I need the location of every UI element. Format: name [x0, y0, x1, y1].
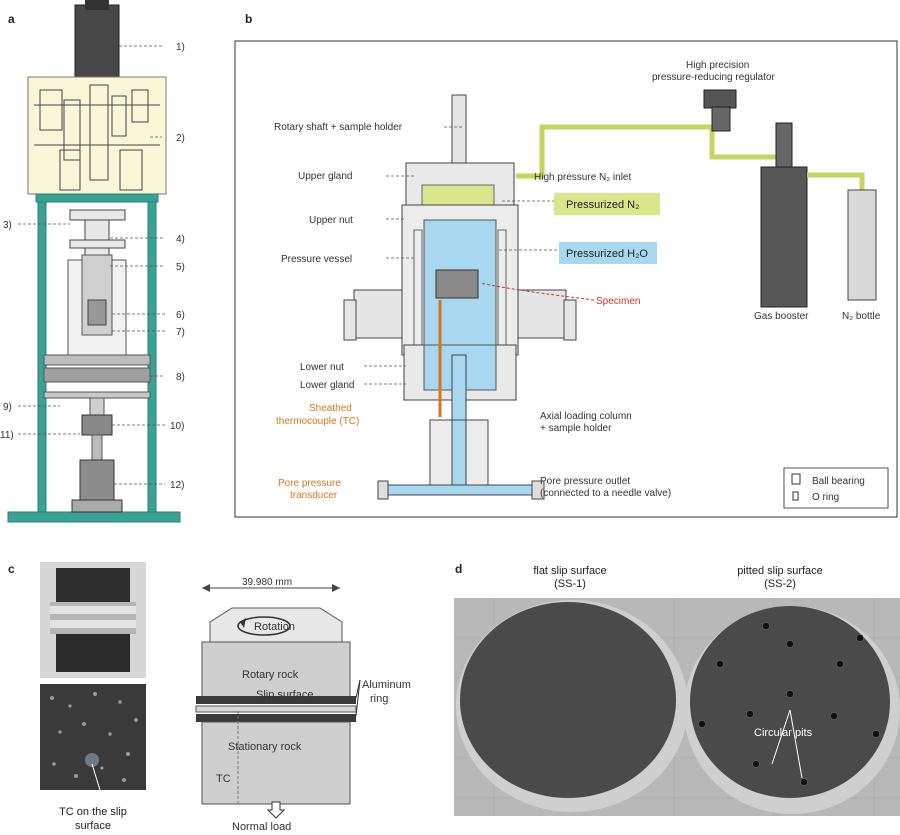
load-plate-upper — [43, 354, 151, 366]
stationary-rock-body — [201, 721, 351, 805]
callout-1: 1) — [176, 42, 185, 53]
frame-top-beam — [35, 193, 159, 203]
upper-gland-label: Upper gland — [298, 171, 352, 182]
thermocouple-label-line2: thermocouple (TC) — [276, 416, 359, 427]
flat-surface-title-line2: (SS-1) — [554, 578, 586, 590]
circular-pits-label: Circular pits — [754, 727, 813, 739]
legend-o-ring: O ring — [812, 492, 839, 503]
panel-c-letter: c — [8, 562, 15, 576]
pore-transducer-label-line1: Pore pressure — [278, 478, 341, 489]
gas-booster-label: Gas booster — [754, 311, 809, 322]
rotation-label: Rotation — [254, 621, 295, 633]
n2-inlet-label: High pressure N₂ inlet — [534, 172, 631, 183]
callout-9: 9) — [3, 402, 12, 413]
aluminum-ring-label-line1: Aluminum — [362, 679, 411, 691]
callout-7: 7) — [176, 327, 185, 338]
callout-10: 10) — [170, 421, 184, 432]
regulator-label-line2: pressure-reducing regulator — [652, 72, 776, 83]
normal-load-label: Normal load — [232, 821, 291, 833]
pressurized-n2-label: Pressurized N₂ — [566, 199, 639, 211]
pitted-surface-title-line1: pitted slip surface — [737, 565, 823, 577]
slip-surface-photos: Circular pits — [454, 598, 900, 816]
tc-photo-caption-line2: surface — [74, 820, 112, 832]
specimen-block — [435, 269, 479, 299]
apparatus-overview-diagram: 1) 2) 3) 4) 5) 6) 7) 8) 9) 10) 11) 12) — [0, 0, 185, 523]
pore-transducer-label-line2: transducer — [290, 490, 338, 501]
gas-booster-body — [760, 166, 808, 308]
rotary-shaft-label: Rotary shaft + sample holder — [274, 122, 403, 133]
callout-12: 12) — [170, 480, 184, 491]
pressure-vessel-label: Pressure vessel — [281, 254, 352, 265]
callout-5: 5) — [176, 262, 185, 273]
pressure-vessel-schematic: Pressurized N₂ Pressurized H₂O Rotary sh… — [234, 40, 898, 518]
callout-3: 3) — [3, 220, 12, 231]
tc-slip-surface-photo — [40, 684, 146, 790]
callout-4: 4) — [176, 234, 185, 245]
axial-column-label-line2: + sample holder — [540, 423, 612, 434]
specimen-label: Specimen — [596, 296, 640, 307]
flat-surface-title-line1: flat slip surface — [533, 565, 607, 577]
load-plate-lower — [43, 367, 151, 383]
thermocouple-label-line1: Sheathed — [309, 403, 352, 414]
circular-pits — [698, 622, 880, 786]
specimen-schematic: 39.980 mm Rotation Rotary rock Slip surf… — [195, 577, 411, 833]
frame-base — [7, 511, 181, 523]
dimension-label: 39.980 mm — [242, 577, 292, 588]
pressure-regulator — [703, 89, 737, 109]
callout-8: 8) — [176, 372, 185, 383]
panel-d-letter: d — [455, 562, 463, 576]
normal-load-arrow — [266, 801, 286, 819]
flat-slip-surface — [460, 602, 676, 798]
sample-assembly-photo — [40, 562, 146, 678]
pore-outlet-label-line1: Pore pressure outlet — [540, 476, 630, 487]
pitted-surface-title-line2: (SS-2) — [764, 578, 796, 590]
lower-gland-label: Lower gland — [300, 380, 354, 391]
callout-11: 11) — [0, 430, 14, 441]
tc-photo-caption-line1: TC on the slip — [59, 806, 127, 818]
axial-actuator — [79, 459, 115, 503]
rotary-rock-body — [201, 641, 351, 701]
frame-right-column — [147, 193, 157, 513]
n2-bottle-label: N₂ bottle — [842, 311, 881, 322]
o-ring-symbol — [792, 491, 799, 501]
callout-2: 2) — [176, 133, 185, 144]
legend-box — [783, 467, 889, 509]
axial-column-label-line1: Axial loading column — [540, 411, 632, 422]
stationary-rock-label: Stationary rock — [228, 741, 302, 753]
n2-bottle-body — [847, 189, 877, 301]
frame-left-column — [37, 193, 47, 513]
ball-bearing-symbol — [791, 473, 801, 485]
servo-motor — [74, 4, 120, 78]
rotary-rock-label: Rotary rock — [242, 669, 299, 681]
legend-ball-bearing: Ball bearing — [812, 476, 865, 487]
panel-b-letter: b — [245, 12, 253, 26]
control-panel — [27, 76, 167, 195]
panel-a-letter: a — [8, 12, 15, 26]
slip-surface-label: Slip surface — [256, 689, 313, 701]
aluminum-ring-label-line2: ring — [370, 693, 388, 705]
lower-nut-label: Lower nut — [300, 362, 344, 373]
regulator-label-line1: High precision — [686, 60, 749, 71]
pressurized-h2o-label: Pressurized H₂O — [566, 248, 648, 260]
tc-label: TC — [216, 773, 231, 785]
pitted-slip-surface — [690, 606, 890, 798]
callout-6: 6) — [176, 310, 185, 321]
upper-nut-label: Upper nut — [309, 215, 353, 226]
pore-outlet-label-line2: (connected to a needle valve) — [540, 488, 671, 499]
